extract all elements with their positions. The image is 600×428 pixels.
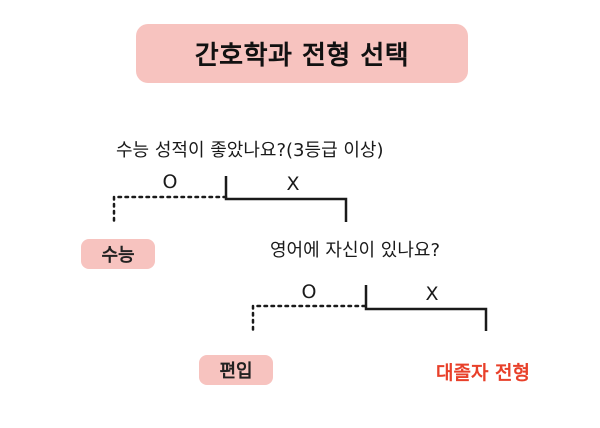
question-1-yes-connector [112, 195, 228, 227]
question-1-no-label: X [286, 173, 300, 195]
question-2: 영어에 자신이 있나요? [270, 240, 441, 261]
result-transfer: 편입 [199, 355, 273, 385]
page-title: 간호학과 전형 선택 [136, 24, 468, 83]
question-1-no-connector [224, 176, 348, 222]
question-1: 수능 성적이 좋았나요?(3등급 이상) [116, 140, 384, 161]
question-2-yes-connector [251, 304, 367, 336]
result-graduate-admission: 대졸자 전형 [436, 362, 531, 384]
question-2-yes-label: O [301, 281, 317, 303]
question-2-no-connector [364, 285, 488, 331]
question-2-no-label: X [425, 283, 439, 305]
question-1-yes-label: O [162, 171, 178, 193]
result-suneung: 수능 [81, 239, 155, 269]
